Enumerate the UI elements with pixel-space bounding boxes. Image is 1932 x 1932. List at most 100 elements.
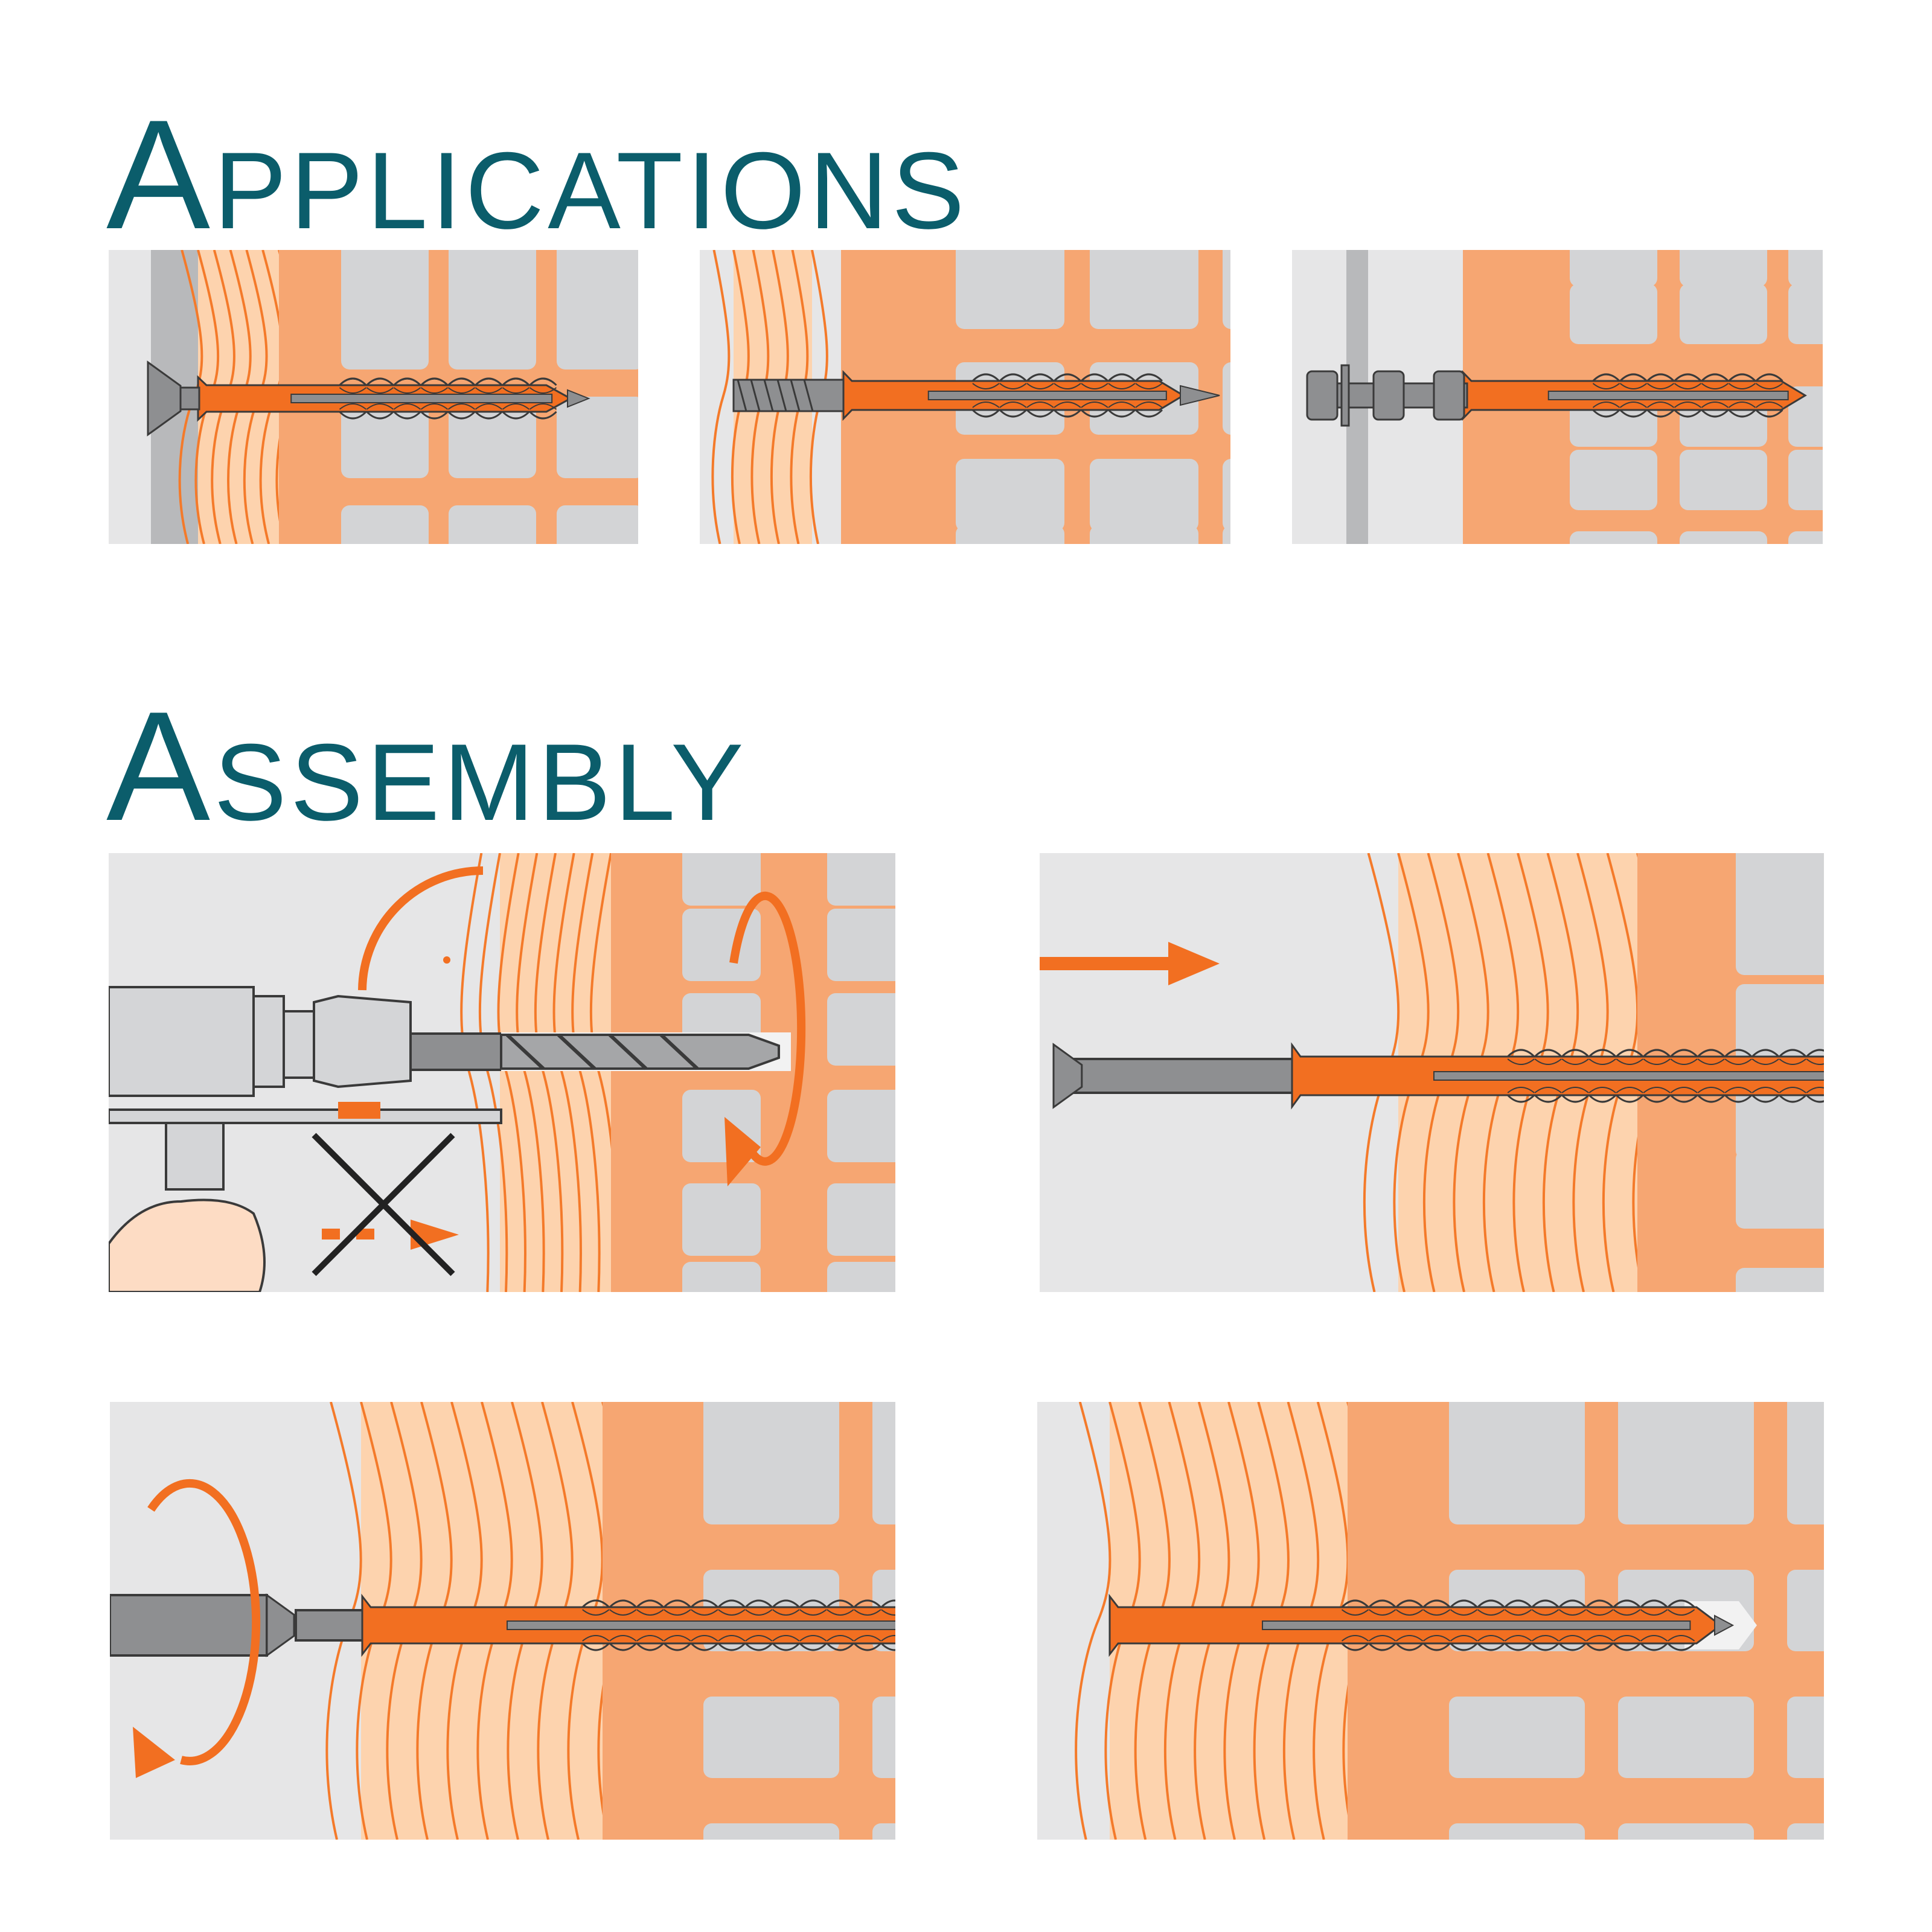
brick-block [703, 1697, 839, 1778]
anchor-rib [475, 377, 503, 420]
anchor-rib [718, 1609, 746, 1642]
anchor-rib [1504, 1609, 1532, 1642]
wood-grain-line [460, 853, 490, 1292]
anchor-rib [1588, 1049, 1617, 1103]
anchor-rib [1368, 1599, 1396, 1651]
wood-grain-line [478, 853, 508, 1292]
drill-flute [659, 1033, 699, 1070]
anchor-rib [1531, 1609, 1559, 1642]
brick-block [557, 397, 638, 478]
anchor-rib [1643, 1058, 1671, 1093]
anchor-rib [1507, 1058, 1535, 1093]
drill-flute [557, 1033, 597, 1070]
washer [1340, 364, 1350, 427]
assembly-step-2-insert [1040, 853, 1824, 1292]
anchor [1291, 1042, 1824, 1110]
anchor-rib [529, 387, 557, 410]
brick-block [1223, 525, 1230, 544]
anchor-rib [971, 373, 1000, 418]
drill-rail [109, 1108, 502, 1124]
anchor-rib [1640, 1609, 1668, 1642]
anchor-slot [927, 391, 1167, 400]
assembly-step-4-installed [1037, 1402, 1824, 1840]
anchor-rib [690, 1599, 718, 1651]
anchor-rib [1450, 1599, 1478, 1651]
anchor-rib [1670, 1058, 1698, 1093]
anchor-rib [1643, 1049, 1671, 1103]
anchor-rib [1646, 383, 1675, 408]
thread-line [763, 379, 774, 412]
rotation-arrow-icon [147, 1479, 261, 1765]
anchor-rib [1667, 1609, 1695, 1642]
anchor-rib [1134, 373, 1163, 418]
no-hammer-cross-icon [312, 1133, 455, 1276]
brick-block [1788, 531, 1823, 544]
brick-block [1090, 459, 1198, 531]
anchor-rib [1697, 1058, 1725, 1093]
brick-block [449, 288, 536, 369]
anchor-rib [1450, 1609, 1478, 1642]
anchor-rib [1080, 373, 1109, 418]
anchor-rib [1619, 373, 1648, 418]
brick-block [1736, 984, 1824, 1063]
brick-block [341, 616, 429, 697]
anchor-rib [1592, 373, 1620, 418]
anchor-rib [1341, 1599, 1369, 1651]
brick-block [1449, 1443, 1585, 1524]
anchor-rib [826, 1599, 854, 1651]
anchor-rib [1534, 1049, 1563, 1103]
anchor-rib [744, 1599, 773, 1651]
brick-block [1680, 250, 1767, 287]
brick-block [682, 1183, 761, 1256]
thread-line [737, 379, 747, 412]
anchor-slot [1547, 391, 1789, 400]
brick-block [1736, 1150, 1824, 1229]
brick-block [827, 1262, 895, 1292]
anchor-rib [853, 1599, 881, 1651]
wood-grain-line [497, 853, 526, 1292]
anchor-rib [475, 387, 503, 410]
brick-block [1787, 1823, 1824, 1840]
anchor-rib [1341, 1609, 1369, 1642]
hand [109, 1198, 266, 1292]
brick-block [341, 288, 429, 369]
rotation-arc-icon [358, 866, 484, 991]
anchor-rib [1619, 383, 1648, 408]
screw-tip [1714, 1614, 1735, 1636]
anchor-rib [880, 1599, 895, 1651]
brick-block [1570, 284, 1657, 344]
nail-shank [1073, 1058, 1294, 1094]
anchor-rib [502, 377, 530, 420]
brick-block [703, 1823, 839, 1840]
rotation-arrowhead-icon [724, 1117, 761, 1186]
screw-tip [1180, 385, 1220, 406]
wood-layer [500, 853, 611, 1292]
anchor-rib [1728, 373, 1756, 418]
brick-block [682, 909, 761, 981]
brick-block [827, 1183, 895, 1256]
anchor-rib [999, 383, 1027, 408]
anchor-rib [1507, 1049, 1535, 1103]
anchor-rib [1585, 1609, 1614, 1642]
brick-block [1223, 257, 1230, 329]
brick-block [1090, 257, 1198, 329]
thread-line [750, 379, 761, 412]
anchor-rib [1135, 383, 1163, 408]
anchor-rib [1026, 373, 1055, 418]
anchor-rib [772, 1609, 800, 1642]
nut [1372, 370, 1405, 421]
wood-grain-line [711, 250, 731, 544]
brick-block [449, 397, 536, 478]
brick-block [1223, 362, 1230, 435]
wood-grain-line [571, 853, 601, 1292]
brick-block [872, 1443, 895, 1524]
assembly-heading: Assembly [106, 679, 747, 853]
anchor-rib [1701, 383, 1729, 408]
anchor-rib [972, 383, 1000, 408]
anchor-rib [420, 387, 449, 410]
anchor-rib [664, 1609, 691, 1642]
anchor-rib [1806, 1049, 1824, 1103]
anchor-rib [1724, 1058, 1752, 1093]
anchor-rib [1616, 1058, 1643, 1093]
